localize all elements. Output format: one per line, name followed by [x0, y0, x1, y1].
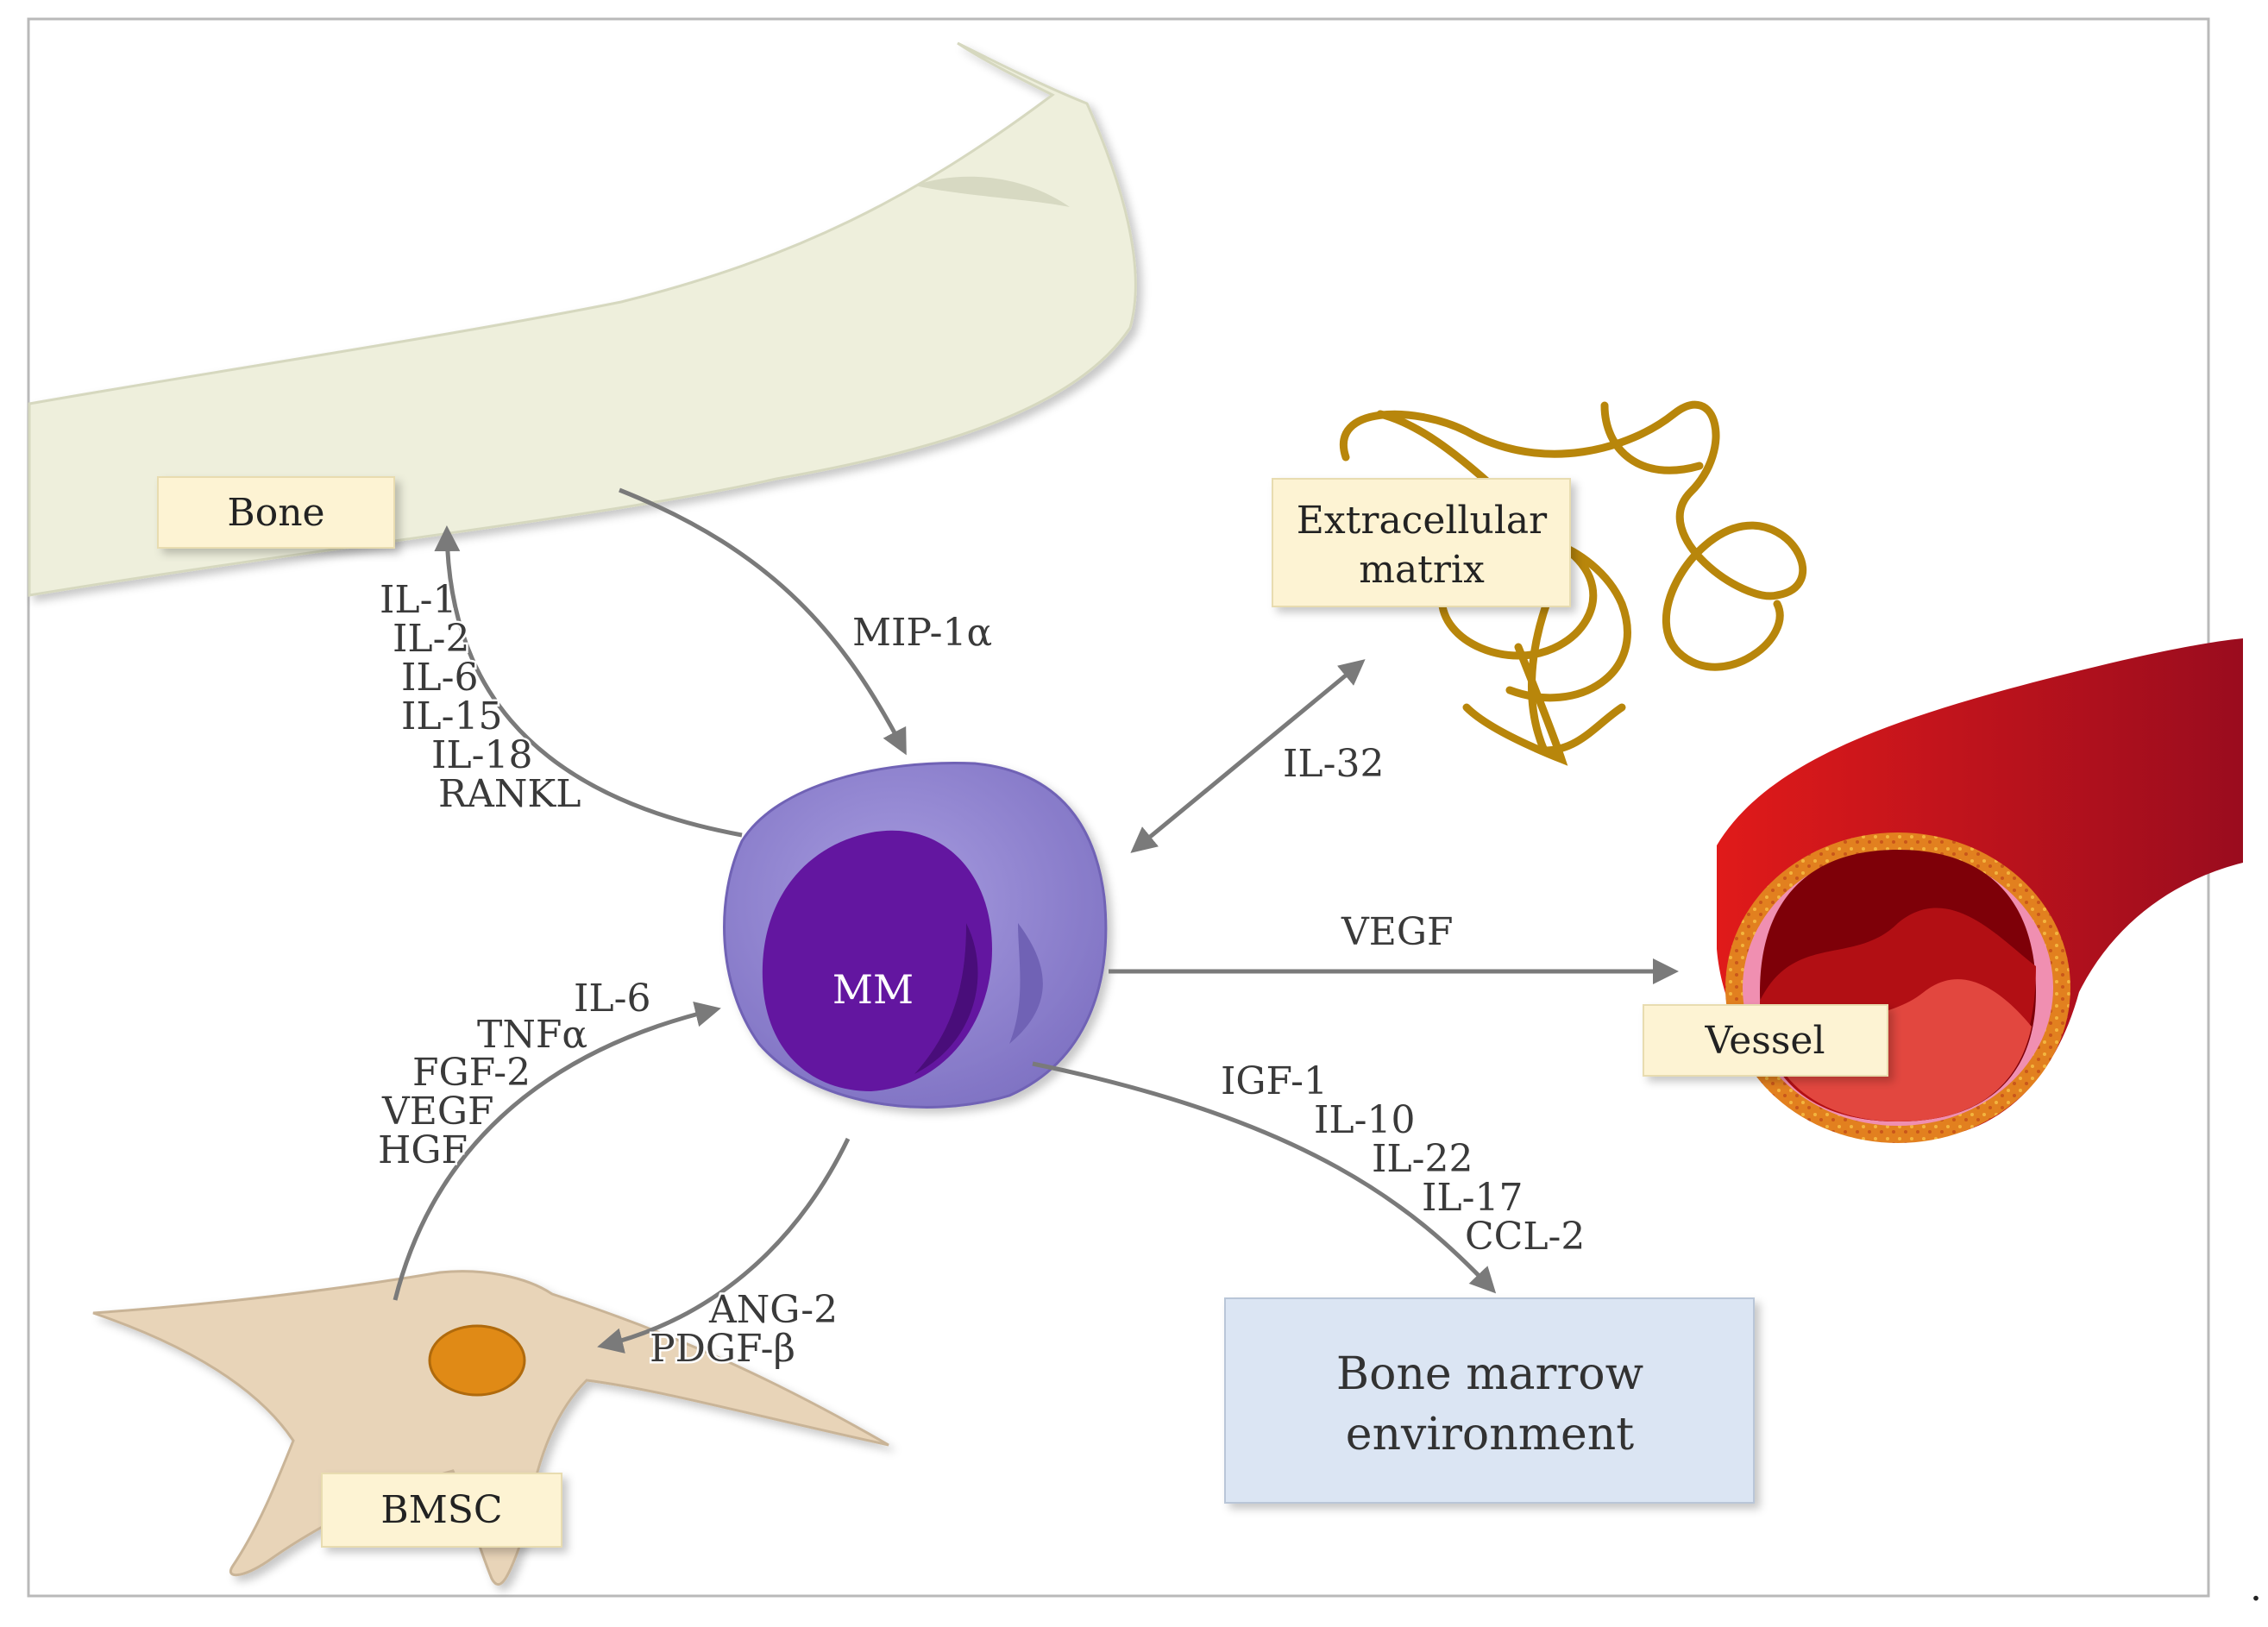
cytokine-pdgfb: PDGF-β [650, 1327, 795, 1371]
bone-label: Bone [227, 491, 324, 535]
vessel-label: Vessel [1704, 1019, 1825, 1063]
ecm-label-box: Extracellular matrix [1272, 478, 1571, 607]
trailing-period: . [2250, 1566, 2262, 1610]
ecm-label-line1: Extracellular [1297, 499, 1548, 543]
cytokine-rankl: RANKL [438, 772, 581, 816]
cytokines-bmsc-to-mm: IL-6 TNFα FGF-2 VEGF HGF [376, 975, 653, 1175]
cytokine-fgf2: FGF-2 [412, 1051, 531, 1095]
bone-shape [28, 41, 1137, 597]
vessel-label-box: Vessel [1643, 1004, 1888, 1077]
cytokines-mm-to-bme: IGF-1 IL-10 IL-22 IL-17 CCL-2 [1219, 1058, 1587, 1261]
bmsc-label: BMSC [380, 1488, 502, 1532]
cytokine-ccl2: CCL-2 [1465, 1215, 1585, 1259]
cytokines-mm-to-bmsc: ANG-2 PDGF-β [648, 1286, 840, 1373]
arrow-mm-to-bone [434, 525, 743, 838]
cytokine-il10: IL-10 [1314, 1098, 1415, 1142]
arrow-mm-ecm [1130, 659, 1366, 853]
ecm-label-line2: matrix [1359, 548, 1485, 592]
cytokines-mm-to-bone: IL-1 IL-2 IL-6 IL-15 IL-18 RANKL [378, 576, 584, 819]
cytokine-ang2: ANG-2 [708, 1288, 838, 1332]
cytokine-mip1a: MIP-1α [852, 611, 992, 655]
cytokine-igf1: IGF-1 [1221, 1059, 1328, 1103]
bme-label-line2: environment [1346, 1409, 1634, 1461]
cytokine-vegf-vessel: VEGF [1341, 910, 1454, 954]
cytokine-il6: IL-6 [401, 656, 478, 700]
cytokine-il6-bmsc: IL-6 [574, 977, 650, 1021]
cytokine-tnfa: TNFα [477, 1013, 587, 1057]
bone-label-box: Bone [157, 476, 395, 549]
cytokine-hgf: HGF [378, 1128, 468, 1172]
arrow-bmsc-to-mm [393, 1001, 721, 1301]
arrow-bone-to-mm [619, 487, 907, 756]
cytokine-il15: IL-15 [401, 694, 502, 738]
arrow-mm-to-bmsc [597, 1137, 851, 1354]
mm-label: MM [832, 966, 914, 1013]
bmsc-label-box: BMSC [321, 1473, 562, 1548]
bmsc-cell [92, 1270, 889, 1586]
bme-box: Bone marrow environment [1224, 1297, 1755, 1504]
cytokine-il2: IL-2 [393, 617, 469, 661]
cytokine-il18: IL-18 [431, 733, 532, 777]
cytokine-il32: IL-32 [1283, 742, 1384, 786]
cytokine-il17: IL-17 [1422, 1176, 1523, 1220]
cytokine-il22: IL-22 [1372, 1137, 1473, 1181]
mm-cell [723, 761, 1108, 1109]
cytokine-vegf-bmsc: VEGF [381, 1090, 494, 1134]
cytokine-il1: IL-1 [380, 578, 456, 622]
arrows [393, 487, 1679, 1354]
arrow-mm-to-bme [1032, 1061, 1497, 1294]
bme-label-line1: Bone marrow [1336, 1348, 1643, 1400]
bone-highlight [914, 176, 1070, 207]
